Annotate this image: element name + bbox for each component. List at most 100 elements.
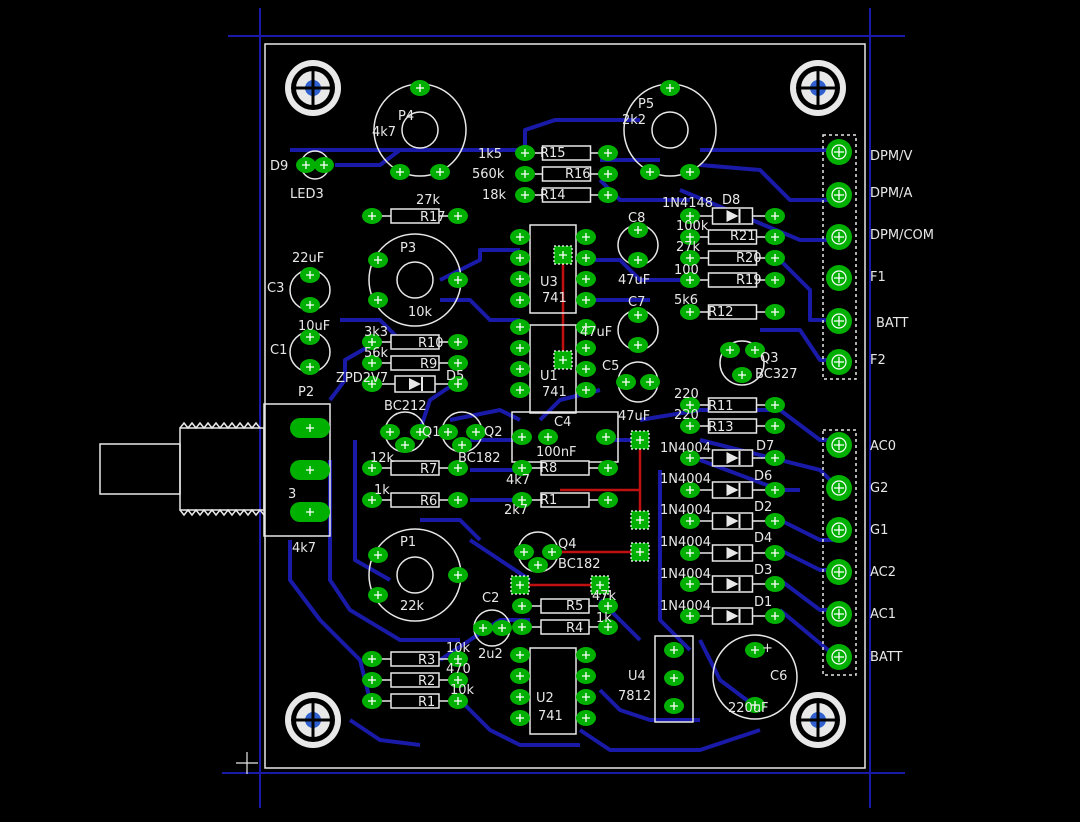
mounting-hole-bl [285,692,341,748]
ic-pin [510,229,530,245]
label-r1b-value: 2k7 [504,503,528,518]
cap-pin [512,429,532,445]
label-u4-value: 7812 [618,689,651,704]
resistor-r21 [690,229,775,245]
transistor-pin [528,557,548,573]
label-u1-value: 741 [542,385,567,400]
resistor-r4 [522,619,608,635]
label-p3-value: 10k [408,305,433,320]
label-r10: R10 [418,336,444,351]
label-r5: R5 [566,599,583,614]
pad [598,492,618,508]
label-r8: R8 [540,461,557,476]
label-q3-value: BC327 [755,367,798,382]
connector-pin-12 [826,644,852,670]
transistor-pin [438,424,458,440]
pot-pin [290,418,330,438]
label-c4-value: 100nF [536,445,577,460]
label-c8: C8 [628,211,645,226]
label-r20: R20 [736,251,762,266]
pad [680,513,700,529]
pad [598,166,618,182]
label-d5-value: ZPD2V7 [336,371,388,386]
label-r15: R15 [540,146,566,161]
label-d4-value: 1N4004 [660,535,711,550]
transistor-pin [732,367,752,383]
label-q4-value: BC182 [558,557,601,572]
label-p3: P3 [400,241,416,256]
pad [448,672,468,688]
pad [512,598,532,614]
mounting-hole-br [790,692,846,748]
silkscreen-layer [99,83,857,735]
cap-pin [300,329,320,345]
label-d7: D7 [756,439,774,454]
label-r3-value: 10k [446,641,471,656]
label-c1: C1 [270,343,287,358]
resistor-r17 [372,208,458,224]
pad [512,619,532,635]
ic-u3-body [529,224,577,314]
regulator-pin [664,670,684,686]
label-r19-value: 100 [674,263,699,278]
label-r4-value: 1k [596,611,612,626]
label-r6: R6 [420,494,437,509]
cap-pin [628,252,648,268]
label-p5: P5 [638,97,654,112]
connector-pin-2 [826,182,852,208]
resistor-r2 [372,672,458,688]
label-r4: R4 [566,621,583,636]
pad [515,166,535,182]
label-p2-pin: 3 [288,487,296,502]
label-d5: D5 [446,369,464,384]
diode-rectifier-1 [690,449,775,467]
label-d9-value: LED3 [290,187,324,202]
resistor-r16 [525,166,608,182]
label-r1b: R1 [540,493,557,508]
label-r17: R17 [420,210,446,225]
pad [765,272,785,288]
label-p2-value: 4k7 [292,541,316,556]
label-r12-value: 5k6 [674,293,698,308]
label-c2-value: 2u2 [478,647,503,662]
label-r2: R2 [418,674,435,689]
label-d2-value: 1N4004 [660,503,711,518]
cap-pin [300,359,320,375]
label-p5-value: 2k2 [622,113,646,128]
origin-cross-icon [236,752,258,774]
pad [598,598,618,614]
resistor-r1b [522,492,608,508]
resistor-r10 [372,334,458,350]
pad [680,250,700,266]
cap-pin [300,297,320,313]
axis-lines [222,8,905,808]
label-q3: Q3 [760,351,779,366]
label-r7: R7 [420,462,437,477]
pad [765,397,785,413]
ic-pin [510,319,530,335]
trimmer-pin [390,164,410,180]
mounting-hole-tr [790,60,846,116]
pad [680,545,700,561]
label-d1: D1 [754,595,772,610]
label-c7-value: 47uF [580,325,612,340]
transistor-pin [452,437,472,453]
pad [448,376,468,392]
regulator-pin [664,698,684,714]
resistor-r15 [525,145,608,161]
cap-pin [300,267,320,283]
cap-pin [538,429,558,445]
pad [448,355,468,371]
cap-pin [492,620,512,636]
resistor-r11 [690,397,775,413]
resistor-r5 [522,598,608,614]
pad [598,619,618,635]
label-r1: R1 [418,695,435,710]
pad [765,513,785,529]
label-c7: C7 [628,295,645,310]
pad [680,608,700,624]
pot-pin [290,502,330,522]
cap-pin [745,642,765,658]
pad [448,208,468,224]
connector-labels: DPM/V DPM/A DPM/COM F1 BATT F2 AC0 G2 G1… [870,149,934,665]
